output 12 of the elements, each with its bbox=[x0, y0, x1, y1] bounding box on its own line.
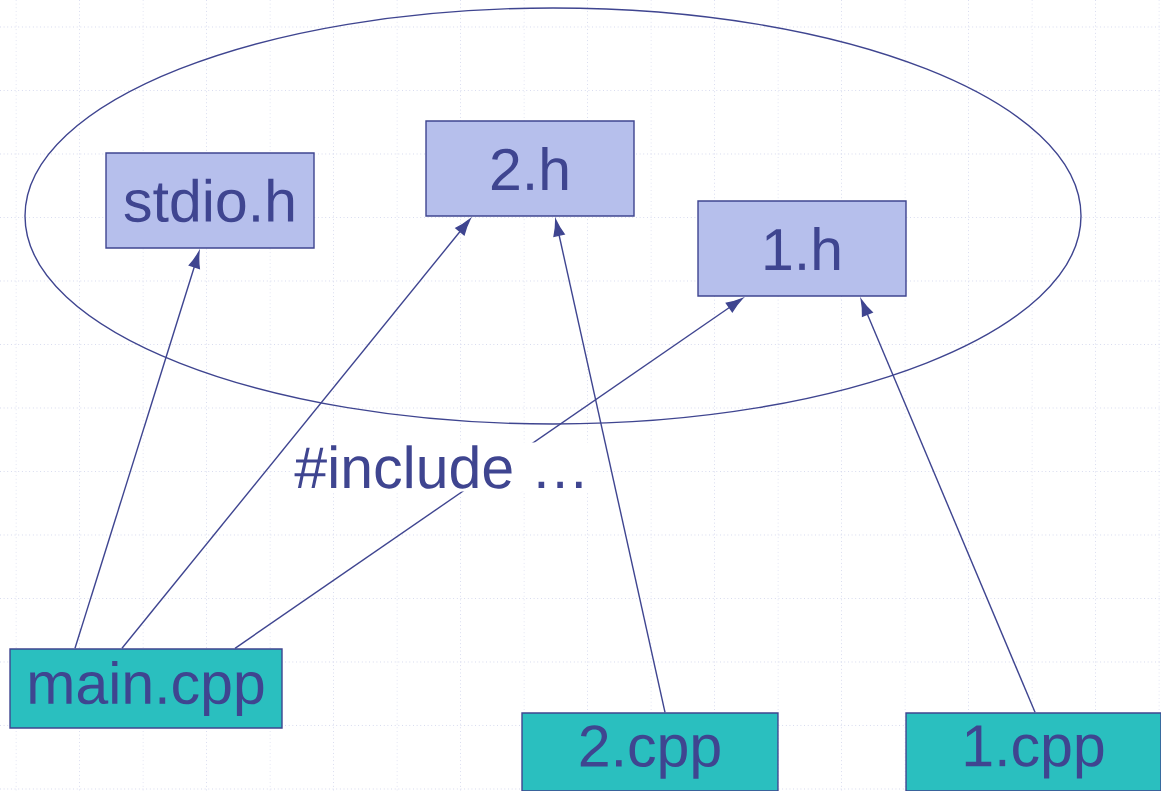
source-box: main.cpp bbox=[9, 648, 283, 729]
ellipse bbox=[24, 7, 1082, 425]
header-box: 2.h bbox=[425, 120, 635, 217]
header-box: stdio.h bbox=[105, 152, 315, 249]
header-box: 1.h bbox=[697, 200, 907, 297]
source-box: 1.cpp bbox=[905, 712, 1161, 791]
note-text: #include … bbox=[294, 445, 582, 489]
arrow bbox=[121, 218, 471, 649]
arrow bbox=[860, 299, 1036, 713]
source-box: 2.cpp bbox=[521, 712, 779, 791]
arrow bbox=[74, 251, 200, 649]
arrow bbox=[553, 219, 666, 713]
